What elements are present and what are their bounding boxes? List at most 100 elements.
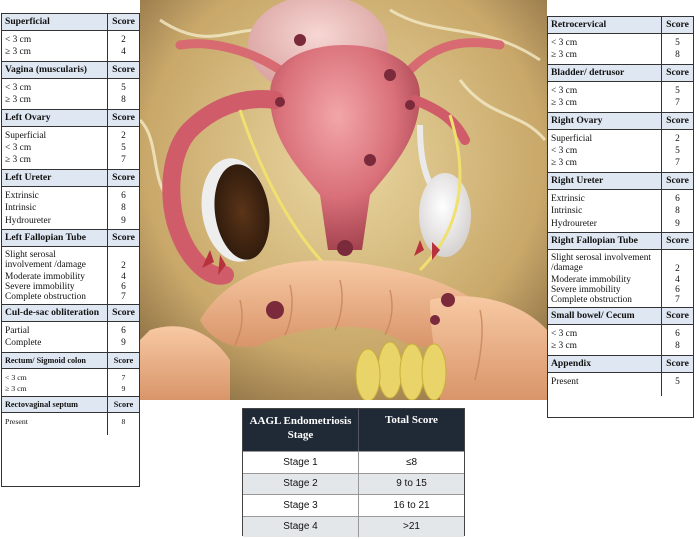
item-label: Moderate immobility — [5, 272, 85, 283]
item-score: 8 — [121, 203, 126, 214]
item-score: 4 — [675, 275, 680, 286]
item-score: 7 — [675, 295, 680, 306]
stage-table: AAGL Endometriosis Stage Total Score Sta… — [242, 408, 465, 537]
item-score: 9 — [121, 383, 126, 393]
section-title: Retrocervical — [551, 19, 607, 30]
item-label: ≥ 3 cm — [5, 383, 27, 393]
score-header: Score — [661, 308, 693, 325]
sigmoid-colon-shape — [200, 260, 500, 348]
section-title: Rectovaginal septum — [5, 399, 78, 409]
section-bladder: Bladder/ detrusor Score < 3 cm ≥ 3 cm 5 7 — [548, 64, 693, 113]
item-label: Slight serosal involvement /damage — [551, 253, 651, 274]
item-score: 6 — [121, 282, 126, 293]
item-score: 5 — [121, 82, 126, 93]
score-header: Score — [107, 109, 139, 126]
item-score: 4 — [121, 272, 126, 283]
item-label: Superficial — [5, 130, 47, 141]
item-score: 6 — [675, 285, 680, 296]
item-score: 9 — [121, 338, 126, 349]
stage-label: Stage 2 — [283, 478, 318, 490]
section-title: Left Fallopian Tube — [5, 232, 87, 244]
item-label: < 3 cm — [5, 35, 32, 45]
stage-label: Stage 1 — [283, 456, 318, 468]
item-score: 6 — [675, 329, 680, 340]
item-label: < 3 cm — [5, 143, 32, 154]
item-score: 2 — [121, 261, 126, 272]
item-label: ≥ 3 cm — [551, 98, 577, 109]
item-label: ≥ 3 cm — [5, 95, 31, 106]
uterus-shape — [270, 45, 420, 250]
section-title: Right Ovary — [551, 114, 603, 126]
pelvic-anatomy-illustration-icon — [140, 0, 547, 400]
item-label: Complete obstruction — [5, 292, 86, 303]
stage-row: Stage 4>21 — [243, 515, 464, 537]
item-score: 6 — [121, 190, 126, 201]
stage-label: Stage 4 — [283, 521, 318, 533]
item-score: 4 — [121, 47, 126, 58]
score-header: Score — [107, 305, 139, 322]
item-label: Severe immobility — [551, 285, 621, 296]
section-title: Cul-de-sac obliteration — [5, 307, 100, 319]
item-label: Partial — [5, 326, 30, 337]
item-label: < 3 cm — [551, 329, 578, 340]
item-score: 5 — [675, 85, 680, 96]
item-label: ≥ 3 cm — [5, 155, 31, 166]
item-label: Extrinsic — [5, 190, 39, 201]
item-label: < 3 cm — [551, 146, 578, 157]
item-score: 8 — [121, 416, 126, 426]
section-title: Right Fallopian Tube — [551, 235, 638, 247]
section-title: Right Ureter — [551, 174, 604, 186]
section-title: Superficial — [5, 16, 50, 27]
item-label: Complete obstruction — [551, 295, 632, 306]
item-label: < 3 cm — [551, 38, 578, 48]
left-tube-shape — [162, 90, 284, 285]
stage-score: 16 to 21 — [358, 495, 464, 516]
item-label: < 3 cm — [551, 85, 578, 96]
item-score: 5 — [121, 143, 126, 154]
score-header: Score — [107, 169, 139, 186]
stage-row: Stage 1≤8 — [243, 451, 464, 473]
item-score: 5 — [675, 38, 680, 48]
score-header: Score — [661, 64, 693, 81]
item-score: 7 — [675, 98, 680, 109]
item-score: 8 — [675, 341, 680, 352]
item-score: 5 — [675, 146, 680, 157]
section-title: Bladder/ detrusor — [551, 66, 625, 78]
stage-label: Stage 3 — [283, 499, 318, 511]
stage-score: 9 to 15 — [358, 473, 464, 494]
section-title: Rectum/ Sigmoid colon — [5, 355, 86, 365]
stage-row: Stage 2 9 to 15 — [243, 472, 464, 494]
section-right-fallopian-tube: Right Fallopian Tube Score Slight serosal… — [548, 233, 693, 309]
section-title: Small bowel/ Cecum — [551, 310, 635, 322]
score-header: Score — [661, 233, 693, 250]
stage-table-header: AAGL Endometriosis Stage Total Score — [243, 409, 464, 451]
item-score: 6 — [121, 326, 126, 337]
item-label: Slight serosal involvement /damage — [5, 250, 86, 271]
stage-row: Stage 3 16 to 21 — [243, 494, 464, 516]
item-label: Intrinsic — [5, 203, 37, 214]
score-header: Score — [107, 61, 139, 78]
section-title: Left Ovary — [5, 111, 51, 123]
item-score: 9 — [121, 215, 126, 226]
item-label: Hydroureter — [551, 218, 597, 229]
item-score: 2 — [121, 35, 126, 45]
item-score: 7 — [121, 155, 126, 166]
left-ovary-shape — [214, 164, 270, 260]
item-label: Extrinsic — [551, 193, 585, 204]
item-label: ≥ 3 cm — [551, 341, 577, 352]
item-label: Hydroureter — [5, 215, 51, 226]
item-label: < 3 cm — [5, 372, 27, 382]
item-score: 9 — [675, 218, 680, 229]
stage-column-header: AAGL Endometriosis Stage — [249, 415, 352, 441]
item-label: ≥ 3 cm — [551, 50, 577, 61]
